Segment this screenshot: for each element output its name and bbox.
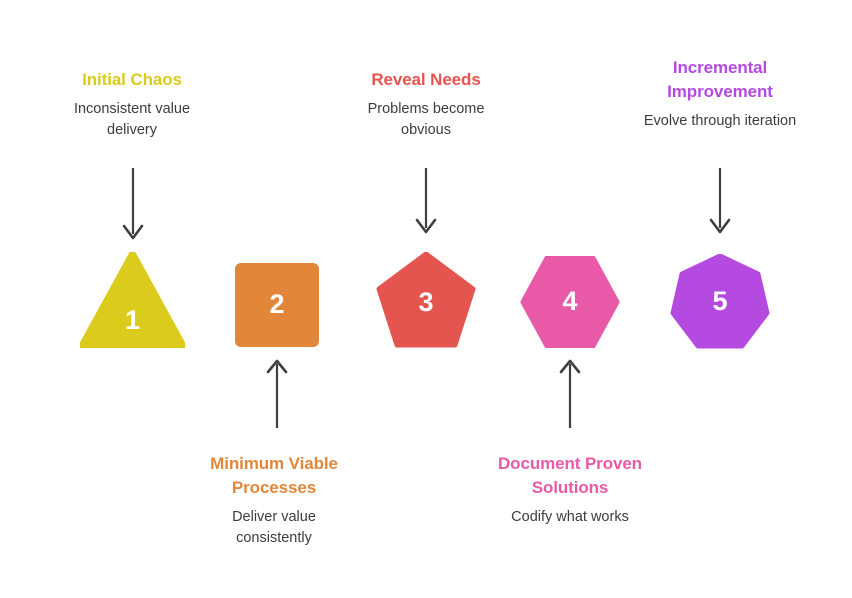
step-1-title: Initial Chaos — [82, 70, 182, 89]
step-2-subtitle-line-1: Deliver value — [232, 509, 316, 525]
step-5-title-line-2: Improvement — [667, 82, 773, 101]
step-1-subtitle-line-1: Inconsistent value — [73, 101, 191, 117]
step-3-label-block: Reveal Needs Problems become obvious — [324, 68, 528, 141]
step-1-subtitle: Inconsistent value delivery — [30, 92, 234, 141]
step-3-title: Reveal Needs — [371, 70, 481, 89]
step-3-subtitle-line-1: Problems become — [367, 101, 485, 117]
step-4-title: Document Proven Solutions — [466, 452, 674, 500]
step-5-shape-heptagon: 5 — [670, 254, 770, 350]
step-4-subtitle-line-1: Codify what works — [511, 509, 629, 525]
step-3-arrow-down — [405, 168, 447, 240]
step-4-shape-hexagon: 4 — [520, 256, 620, 348]
step-4-subtitle: Codify what works — [466, 500, 674, 528]
step-5-number: 5 — [712, 286, 728, 316]
step-1-subtitle-line-2: delivery — [107, 122, 157, 138]
step-5-title: Incremental Improvement — [616, 56, 824, 104]
step-5-subtitle-line-1: Evolve through iteration — [643, 113, 797, 129]
step-1-arrow-down — [112, 168, 154, 246]
step-2-label-block: Minimum Viable Processes Deliver value c… — [172, 452, 376, 549]
step-4-title-line-2: Solutions — [531, 478, 609, 497]
step-2-arrow-up — [256, 358, 298, 430]
step-1-label-block: Initial Chaos Inconsistent value deliver… — [30, 68, 234, 141]
step-4-arrow-up — [549, 358, 591, 430]
step-4-label-block: Document Proven Solutions Codify what wo… — [466, 452, 674, 528]
step-5-title-line-1: Incremental — [672, 58, 768, 77]
step-1-number: 1 — [124, 305, 141, 335]
step-5-arrow-down — [699, 168, 741, 240]
step-2-title-line-2: Processes — [231, 478, 317, 497]
step-3-subtitle-line-2: obvious — [401, 122, 451, 138]
step-5-label-block: Incremental Improvement Evolve through i… — [616, 56, 824, 132]
step-2-subtitle-line-2: consistently — [236, 530, 312, 546]
step-2-number: 2 — [269, 289, 285, 319]
step-3-subtitle: Problems become obvious — [324, 92, 528, 141]
step-2-subtitle: Deliver value consistently — [172, 500, 376, 549]
step-2-title-line-1: Minimum Viable — [210, 454, 338, 473]
step-3-shape-pentagon: 3 — [376, 252, 476, 348]
step-2-shape-square: 2 — [234, 262, 320, 348]
step-5-subtitle: Evolve through iteration — [616, 104, 824, 132]
step-4-title-line-1: Document Proven — [498, 454, 642, 473]
step-4-number: 4 — [562, 286, 578, 316]
step-2-title: Minimum Viable Processes — [172, 452, 376, 500]
step-3-number: 3 — [418, 287, 434, 317]
step-1-shape-triangle: 1 — [80, 252, 185, 348]
